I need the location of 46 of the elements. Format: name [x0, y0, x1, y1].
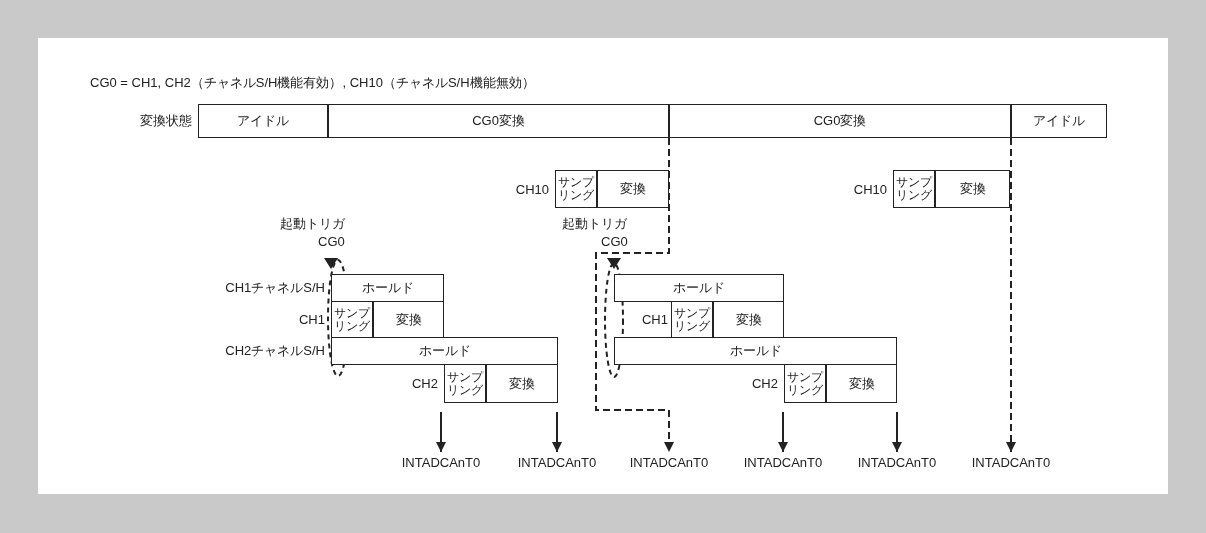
timing-segment: 変換: [597, 170, 669, 208]
timing-segment: 変換: [486, 364, 558, 403]
timing-segment: ホールド: [331, 337, 558, 365]
timing-segment: CG0変換: [669, 104, 1011, 138]
sampling-segment: サンプリング: [671, 301, 713, 338]
sampling-segment: サンプリング: [331, 301, 373, 338]
timing-segment: アイドル: [1011, 104, 1107, 138]
arrow: [892, 411, 902, 453]
arrow: [436, 411, 446, 453]
sampling-segment: サンプリング: [893, 170, 935, 208]
arrow: [778, 411, 788, 453]
row-label: CH1チャネルS/H: [225, 279, 325, 297]
row-label: CH2: [752, 375, 778, 393]
trigger-label: 起動トリガ: [280, 215, 345, 233]
interrupt-signal-text: INTADCAnT0: [517, 452, 597, 472]
row-label: CH10: [515, 180, 549, 199]
timing-segment: 変換: [935, 170, 1010, 208]
interrupt-signal-text: INTADCAnT0: [743, 452, 823, 472]
row-label: CH1: [299, 311, 325, 329]
dashed-arrow: [595, 137, 674, 453]
row-label: CH2: [412, 375, 438, 393]
timing-segment: ホールド: [614, 337, 897, 365]
row-label: CH10: [853, 180, 887, 199]
timing-segment: 変換: [826, 364, 897, 403]
timing-segment: ホールド: [614, 274, 784, 302]
row-label: 変換状態: [140, 112, 192, 130]
timing-segment: 変換: [713, 301, 784, 338]
interrupt-signal-text: INTADCAnT0: [401, 452, 481, 472]
sampling-segment: サンプリング: [555, 170, 597, 208]
sampling-segment: サンプリング: [444, 364, 486, 403]
trigger-label: 起動トリガ: [562, 215, 627, 233]
trigger-group-label: CG0: [601, 234, 628, 249]
trigger-group-label: CG0: [318, 234, 345, 249]
interrupt-signal-text: INTADCAnT0: [857, 452, 937, 472]
timing-segment: 変換: [373, 301, 444, 338]
timing-segment: ホールド: [331, 274, 444, 302]
timing-segment: アイドル: [198, 104, 328, 138]
row-label: CH2チャネルS/H: [225, 342, 325, 360]
diagram-title: CG0 = CH1, CH2（チャネルS/H機能有効）, CH10（チャネルS/H機能無効）: [90, 74, 535, 92]
row-label: CH1: [642, 311, 668, 329]
arrow: [552, 411, 562, 453]
sampling-segment: サンプリング: [784, 364, 826, 403]
interrupt-signal-text: INTADCAnT0: [629, 452, 709, 472]
interrupt-signal-text: INTADCAnT0: [971, 452, 1051, 472]
timing-segment: CG0変換: [328, 104, 669, 138]
dashed-arrow: [1006, 137, 1016, 453]
